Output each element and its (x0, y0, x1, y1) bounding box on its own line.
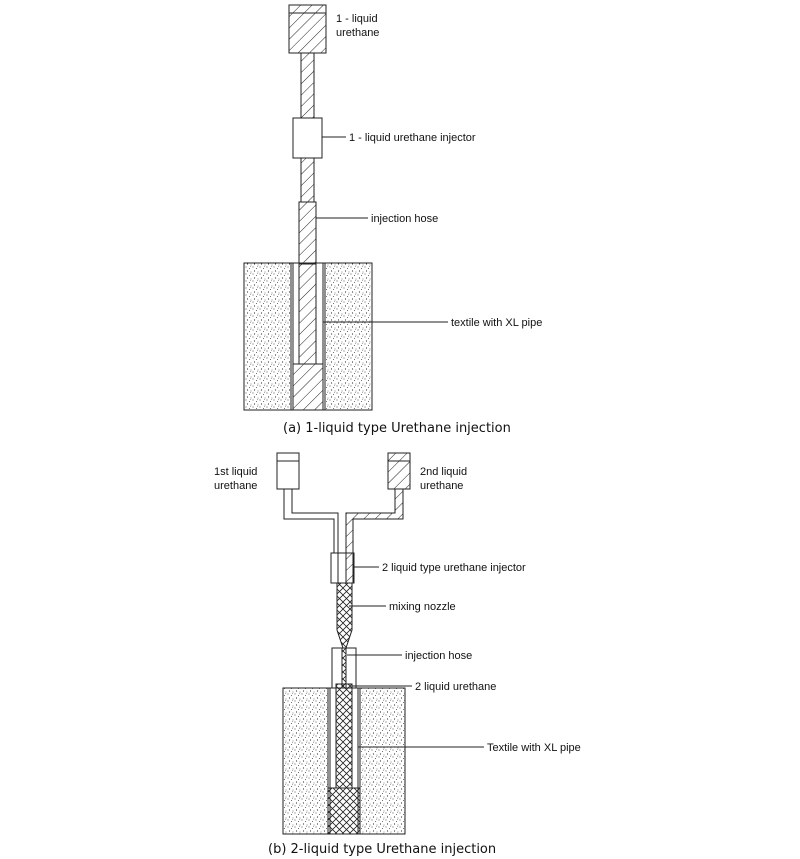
label-b-textile: Textile with XL pipe (487, 742, 581, 754)
feed-tube-upper (300, 52, 315, 119)
textile-bottom-a (292, 363, 324, 411)
svg-text:1 - liquid: 1 - liquid (336, 13, 378, 25)
urethane-column-b (335, 683, 353, 789)
label-b-injector: 2 liquid type urethane injector (382, 562, 526, 574)
svg-text:urethane: urethane (336, 27, 379, 39)
diagram-b: 1st liquid urethane 2nd liquid urethane … (214, 452, 581, 857)
svg-text:urethane: urethane (214, 480, 257, 492)
reservoir-1-liquid (288, 4, 327, 54)
label-a-hose: injection hose (371, 213, 438, 225)
tube-first-liquid (283, 488, 339, 554)
label-a-injector: 1 - liquid urethane injector (349, 132, 476, 144)
label-a-reservoir-1: 1 - liquid (336, 13, 378, 25)
label-b-nozzle: mixing nozzle (389, 601, 456, 613)
ground-left-b (282, 687, 329, 835)
xl-pipe-a (298, 263, 317, 365)
tube-second-liquid (345, 488, 404, 554)
label-b-hose: injection hose (405, 650, 472, 662)
feed-tube-lower (300, 157, 315, 203)
label-b-second-1: 2nd liquid (420, 466, 467, 478)
label-b-urethane: 2 liquid urethane (415, 681, 496, 693)
svg-text:2nd liquid: 2nd liquid (420, 466, 467, 478)
label-b-first-2: urethane (214, 480, 257, 492)
caption-b: (b) 2-liquid type Urethane injection (268, 842, 496, 857)
label-a-textile: textile with XL pipe (451, 317, 542, 329)
label-b-second-2: urethane (420, 480, 463, 492)
textile-bottom-b (327, 787, 361, 835)
svg-text:1st liquid: 1st liquid (214, 466, 257, 478)
reservoir-second-liquid (387, 452, 411, 490)
reservoir-first-liquid (276, 452, 300, 490)
ground-right-a (324, 262, 373, 411)
injector-1-liquid (292, 117, 323, 159)
caption-a: (a) 1-liquid type Urethane injection (283, 421, 511, 436)
label-b-first-1: 1st liquid (214, 466, 257, 478)
injection-hose-a (298, 201, 317, 265)
label-a-reservoir-2: urethane (336, 27, 379, 39)
diagram-a: 1 - liquid urethane 1 - liquid urethane … (243, 4, 542, 436)
mixing-nozzle (336, 582, 353, 649)
ground-right-b (359, 687, 406, 835)
svg-text:urethane: urethane (420, 480, 463, 492)
ground-left-a (243, 262, 292, 411)
